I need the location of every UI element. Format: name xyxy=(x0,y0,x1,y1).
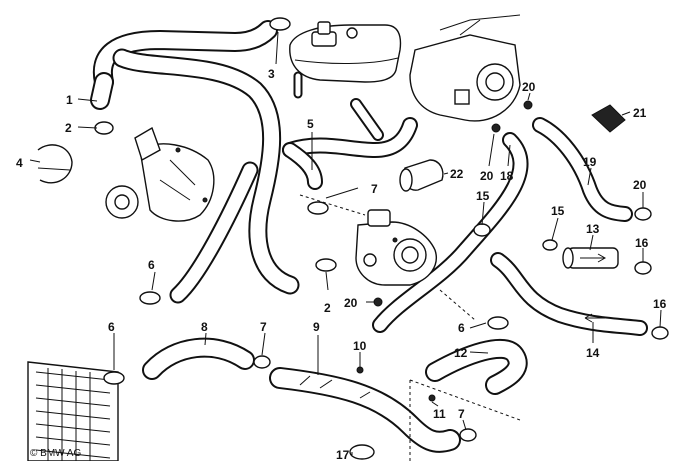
callout-20: 20 xyxy=(522,80,536,94)
water-pump xyxy=(105,126,215,222)
callout-5: 5 xyxy=(307,117,314,131)
hose-19 xyxy=(532,117,633,222)
copyright-text: © BMW AG xyxy=(30,448,81,459)
callout-20: 20 xyxy=(633,178,647,192)
callout-17: 17 xyxy=(336,448,350,461)
callout-16: 16 xyxy=(653,297,667,311)
callout-14: 14 xyxy=(586,346,600,360)
expansion-tank xyxy=(289,21,402,99)
callout-10: 10 xyxy=(353,339,367,353)
callout-6: 6 xyxy=(108,320,115,334)
callout-6: 6 xyxy=(148,258,155,272)
callout-21: 21 xyxy=(633,106,647,120)
callout-8: 8 xyxy=(201,320,208,334)
hose-long-main xyxy=(112,48,300,295)
hose-reservoir-outlet xyxy=(350,98,384,141)
hose-18 xyxy=(372,132,529,333)
hose-1-upper-radiator xyxy=(90,20,278,110)
callout-20: 20 xyxy=(344,296,358,310)
thermostat-housing xyxy=(355,209,437,286)
callout-3: 3 xyxy=(268,67,275,81)
hose-8 xyxy=(142,337,255,380)
callout-1: 1 xyxy=(66,93,73,107)
callout-4: 4 xyxy=(16,156,23,170)
radiator xyxy=(27,361,119,461)
hose-12 xyxy=(425,338,528,395)
callout-20: 20 xyxy=(480,169,494,183)
callout-2: 2 xyxy=(65,121,72,135)
callout-16: 16 xyxy=(635,236,649,250)
clip-21 xyxy=(591,104,626,133)
callout-12: 12 xyxy=(454,346,468,360)
hose-lower-left xyxy=(169,161,259,304)
leader-lines xyxy=(29,31,662,461)
callout-7: 7 xyxy=(371,182,378,196)
callout-9: 9 xyxy=(313,320,320,334)
throttle-body xyxy=(409,14,521,122)
callout-15: 15 xyxy=(551,204,565,218)
callout-13: 13 xyxy=(586,222,600,236)
hose-14 xyxy=(490,252,648,336)
hose-5 xyxy=(282,117,418,190)
callout-18: 18 xyxy=(500,169,514,183)
callout-15: 15 xyxy=(476,189,490,203)
callout-labels: 1 2 2 3 4 5 6 6 6 7 7 7 8 9 10 11 12 13 … xyxy=(16,67,667,461)
callout-11: 11 xyxy=(433,407,446,421)
callout-6: 6 xyxy=(458,321,465,335)
callout-22: 22 xyxy=(450,167,464,181)
clip-4 xyxy=(37,144,73,184)
clamps xyxy=(94,17,669,460)
component-22-sleeve xyxy=(399,159,444,192)
pipe-9 xyxy=(269,367,461,453)
callout-19: 19 xyxy=(583,155,597,169)
callout-7: 7 xyxy=(458,407,465,421)
callout-2: 2 xyxy=(324,301,331,315)
callout-7: 7 xyxy=(260,320,267,334)
component-13-pipe xyxy=(562,247,619,269)
